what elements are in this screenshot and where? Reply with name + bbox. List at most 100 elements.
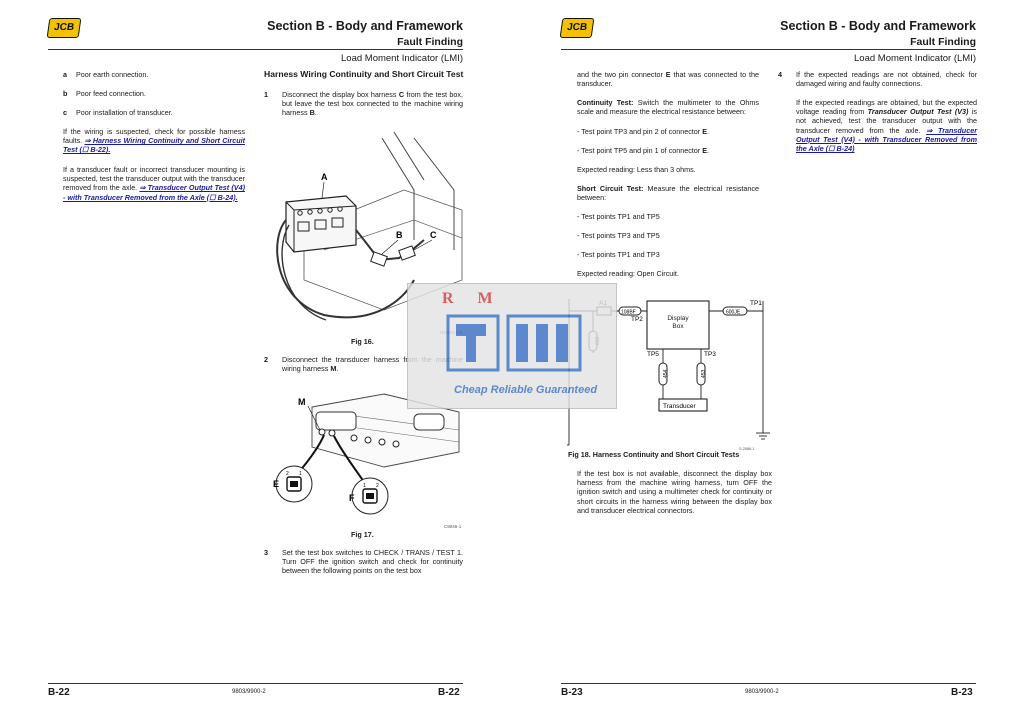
list-item-b: Poor feed connection. [76, 89, 146, 98]
harness-test-link[interactable]: ⇒ Harness Wiring Continuity and Short Ci… [63, 136, 245, 155]
short-circuit-item: - Test points TP1 and TP3 [577, 250, 660, 259]
fig-17-code: C9046-1 [444, 524, 462, 529]
step-number: 4 [778, 70, 782, 79]
fig-17-caption: Fig 17. [351, 530, 374, 539]
pin-label: 1 [299, 471, 302, 477]
display-box [646, 300, 710, 350]
step-number: 2 [264, 355, 268, 364]
body-text: If the expected readings are obtained, b… [796, 98, 977, 117]
step-1-text: Disconnect the display box harness C fro… [282, 90, 463, 118]
step-text: from the test box, but leave the test bo… [282, 90, 463, 118]
label-tp5: TP5 [647, 351, 659, 358]
wire-label: 600JE [726, 310, 741, 316]
wire-label: 454 [663, 369, 669, 378]
step-text: Disconnect the display box harness [282, 90, 399, 99]
list-item-a: Poor earth connection. [76, 70, 149, 79]
header-rule [48, 49, 463, 50]
step-4-paragraph: If the expected readings are obtained, b… [796, 98, 977, 153]
footer-doc-number: 9803/9900-2 [745, 689, 779, 695]
label-e: E [273, 479, 279, 489]
subsection-title: Fault Finding [910, 36, 976, 48]
wire-label: 453 [701, 369, 707, 378]
step-3-text: Set the test box switches to CHECK / TRA… [282, 548, 463, 576]
list-letter-b: b [63, 89, 68, 98]
body-text: and the two pin connector [577, 70, 666, 79]
footer-page-left: B-23 [561, 687, 583, 698]
test-box [285, 195, 357, 253]
watermark-logo-icon [446, 314, 582, 372]
paragraph-harness: If the wiring is suspected, check for po… [63, 127, 245, 155]
list-letter-c: c [63, 108, 67, 117]
step-4-text: If the expected readings are not obtaine… [796, 70, 977, 89]
short-circuit-item: - Test points TP3 and TP5 [577, 231, 660, 240]
footer-page-right: B-23 [951, 687, 973, 698]
harness-test-heading: Harness Wiring Continuity and Short Circ… [264, 69, 464, 79]
watermark-tagline: Cheap Reliable Guaranteed [454, 384, 598, 396]
body-text: - Test point TP5 and pin 1 of connector [577, 146, 703, 155]
body-text: that was connected to the transducer. [577, 70, 759, 89]
continuity-expected: Expected reading: Less than 3 ohms. [577, 165, 696, 174]
step-number: 1 [264, 90, 268, 99]
test-reference: Transducer Output Test (V3) [867, 107, 969, 117]
callout-ref: C [398, 90, 405, 99]
body-text: . [707, 146, 709, 155]
callout-ref: E [702, 146, 707, 155]
callout-ref: M [330, 364, 337, 374]
header-rule [561, 49, 976, 50]
section-label: Load Moment Indicator (LMI) [341, 53, 463, 64]
transducer-box [658, 398, 708, 412]
list-item-c: Poor installation of transducer. [76, 108, 173, 117]
fig-18-caption: Fig 18. Harness Continuity and Short Cir… [568, 450, 740, 459]
callout-ref: B [309, 108, 315, 118]
body-text: is not achieved, test the transducer out… [796, 107, 977, 135]
pin-label: 1 [363, 483, 366, 489]
footer-doc-number: 9803/9900-2 [232, 689, 266, 695]
paragraph-no-test-box: If the test box is not available, discon… [577, 469, 772, 515]
wire-label: 108BF [621, 310, 636, 316]
footer-page-right: B-22 [438, 687, 460, 698]
paragraph-text: If a transducer fault or incorrect trans… [63, 165, 245, 193]
section-title: Section B - Body and Framework [780, 19, 976, 33]
left-page: JCB Section B - Body and Framework Fault… [46, 18, 464, 698]
paragraph-text: If the wiring is suspected, check for po… [63, 127, 245, 146]
label-tp2: TP2 [631, 316, 643, 323]
fig-16-caption: Fig 16. [351, 337, 374, 346]
label-c: C [430, 230, 437, 240]
paragraph-transducer: If a transducer fault or incorrect trans… [63, 165, 245, 202]
body-text: . [707, 127, 709, 136]
label-tp1: TP1 [750, 300, 762, 307]
label-f: F [349, 493, 355, 503]
continuity-item: - Test point TP3 and pin 2 of connector … [577, 127, 709, 136]
short-circuit-heading: Short Circuit Test: [577, 184, 644, 193]
label-m: M [298, 397, 306, 407]
step-text: Disconnect the transducer harness from t… [282, 355, 463, 374]
continuity-item: - Test point TP5 and pin 1 of connector … [577, 146, 709, 155]
display-box-label: Display Box [667, 315, 689, 330]
step-text: . [336, 364, 339, 374]
continuation-text: and the two pin connector E that was con… [577, 70, 759, 88]
fig-18-code: S-2586-1 [739, 447, 755, 451]
fig-16-illustration: A B C [276, 131, 463, 321]
body-text: - Test point TP3 and pin 2 of connector [577, 127, 703, 136]
label-tp3: TP3 [704, 351, 716, 358]
label-a: A [321, 172, 328, 182]
list-letter-a: a [63, 70, 67, 79]
fig-18-schematic: A1 TP1 TP2 TP5 TP3 108BF 600JE 012 454 4… [567, 299, 770, 451]
callout-ref: E [702, 127, 707, 136]
step-2-text: Disconnect the transducer harness from t… [282, 355, 463, 373]
callout-ref: E [665, 70, 671, 79]
label-b: B [396, 230, 403, 240]
right-page: JCB Section B - Body and Framework Fault… [513, 0, 1026, 725]
short-circuit-intro: Short Circuit Test: Measure the electric… [577, 184, 759, 202]
body-text: Switch the multimeter to the Ohms scale … [577, 98, 759, 117]
footer-page-left: B-22 [48, 687, 70, 698]
transducer-test-link[interactable]: ⇒ Transducer Output Test (V4) - with Tra… [796, 125, 977, 154]
jcb-logo: JCB [559, 18, 595, 38]
pin-label: 2 [376, 483, 379, 489]
short-circuit-item: - Test points TP1 and TP5 [577, 212, 660, 221]
body-text: Measure the electrical resistance betwee… [577, 184, 759, 203]
transducer-test-link[interactable]: ⇒ Transducer Output Test (V4) - with Tra… [63, 183, 245, 202]
step-text: . [314, 108, 317, 118]
continuity-test-intro: Continuity Test: Switch the multimeter t… [577, 98, 759, 116]
footer-rule [561, 683, 976, 684]
